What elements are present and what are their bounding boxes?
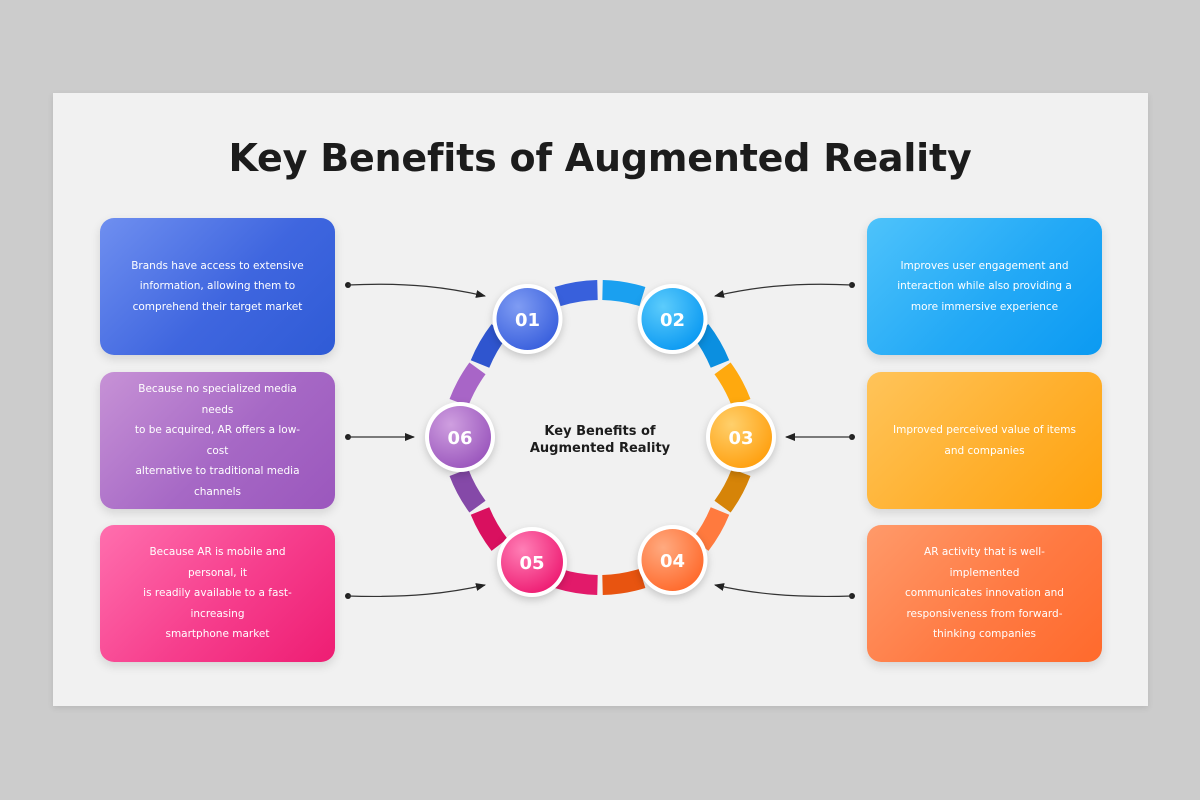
ring-segment-06-top (449, 362, 486, 407)
badge-04-number: 04 (660, 551, 685, 572)
benefit-01-line-1: Brands have access to extensive (131, 259, 304, 272)
benefit-card-01: Brands have access to extensive informat… (100, 218, 335, 355)
ring-segment-03-top (714, 362, 751, 407)
connector-03 (785, 433, 855, 441)
badge-05-number: 05 (519, 553, 544, 574)
center-label-line-2: Augmented Reality (529, 441, 671, 456)
ring-segment-04-right (692, 506, 730, 551)
benefit-card-02: Improves user engagement and interaction… (867, 218, 1102, 355)
connector-02 (714, 282, 855, 298)
badge-06: 06 (425, 402, 495, 472)
benefit-06-line-4: channels (193, 485, 242, 498)
benefit-02-line-2: interaction while also providing a (897, 280, 1072, 293)
benefit-card-06: Because no specialized media needs to be… (100, 372, 335, 509)
benefit-03-line-2: and companies (944, 444, 1025, 457)
ring-segment-02-top (602, 280, 646, 307)
benefit-04-line-1: AR activity that is well-implemented (924, 546, 1045, 579)
badge-01: 01 (492, 284, 563, 354)
benefit-05-line-2: is readily available to a fast-increasin… (143, 587, 292, 620)
benefit-04-line-2: communicates innovation and (905, 587, 1064, 600)
ring-segment-01-top (554, 280, 598, 307)
ring-segment-03-bottom (714, 468, 751, 513)
benefit-02-line-1: Improves user engagement and (900, 259, 1069, 272)
ring-segment-05-left (470, 506, 508, 551)
benefit-01-line-2: information, allowing them to (139, 280, 296, 293)
ring-segment-06-bottom (449, 468, 486, 513)
benefit-02-line-3: more immersive experience (910, 300, 1059, 313)
page-title: Key Benefits of Augmented Reality (228, 136, 972, 180)
benefit-card-04: AR activity that is well-implemented com… (867, 525, 1102, 662)
benefit-01-line-3: comprehend their target market (132, 300, 303, 313)
badge-04: 04 (637, 525, 708, 595)
center-label-line-1: Key Benefits of (544, 424, 656, 439)
connector-06 (345, 433, 415, 441)
ring-segment-05-bottom (554, 568, 598, 595)
badge-02: 02 (637, 284, 708, 354)
connector-01 (345, 282, 486, 298)
benefit-06-line-2: to be acquired, AR offers a low-cost (134, 424, 301, 457)
badge-02-number: 02 (660, 310, 685, 331)
benefit-03-line-1: Improved perceived value of items (893, 424, 1076, 436)
badge-01-number: 01 (515, 310, 540, 331)
benefit-card-05: Because AR is mobile and personal, it is… (100, 525, 335, 662)
connector-05 (345, 583, 486, 599)
benefit-05-line-1: Because AR is mobile and personal, it (149, 546, 286, 579)
benefit-05-line-3: smartphone market (165, 628, 270, 641)
badge-03-number: 03 (728, 428, 753, 449)
benefit-card-03: Improved perceived value of items and co… (867, 372, 1102, 509)
badge-03: 03 (706, 402, 776, 472)
benefit-06-line-1: Because no specialized media needs (138, 383, 297, 416)
benefit-04-line-3: responsiveness from forward- (906, 607, 1063, 620)
benefit-06-line-3: alternative to traditional media (135, 465, 300, 477)
center-label: Key Benefits of Augmented Reality (500, 423, 700, 457)
connector-04 (714, 583, 855, 599)
badge-06-number: 06 (447, 428, 472, 449)
ring-segment-04-bottom (602, 568, 646, 595)
benefit-04-line-4: thinking companies (932, 628, 1037, 641)
badge-05: 05 (497, 527, 567, 597)
